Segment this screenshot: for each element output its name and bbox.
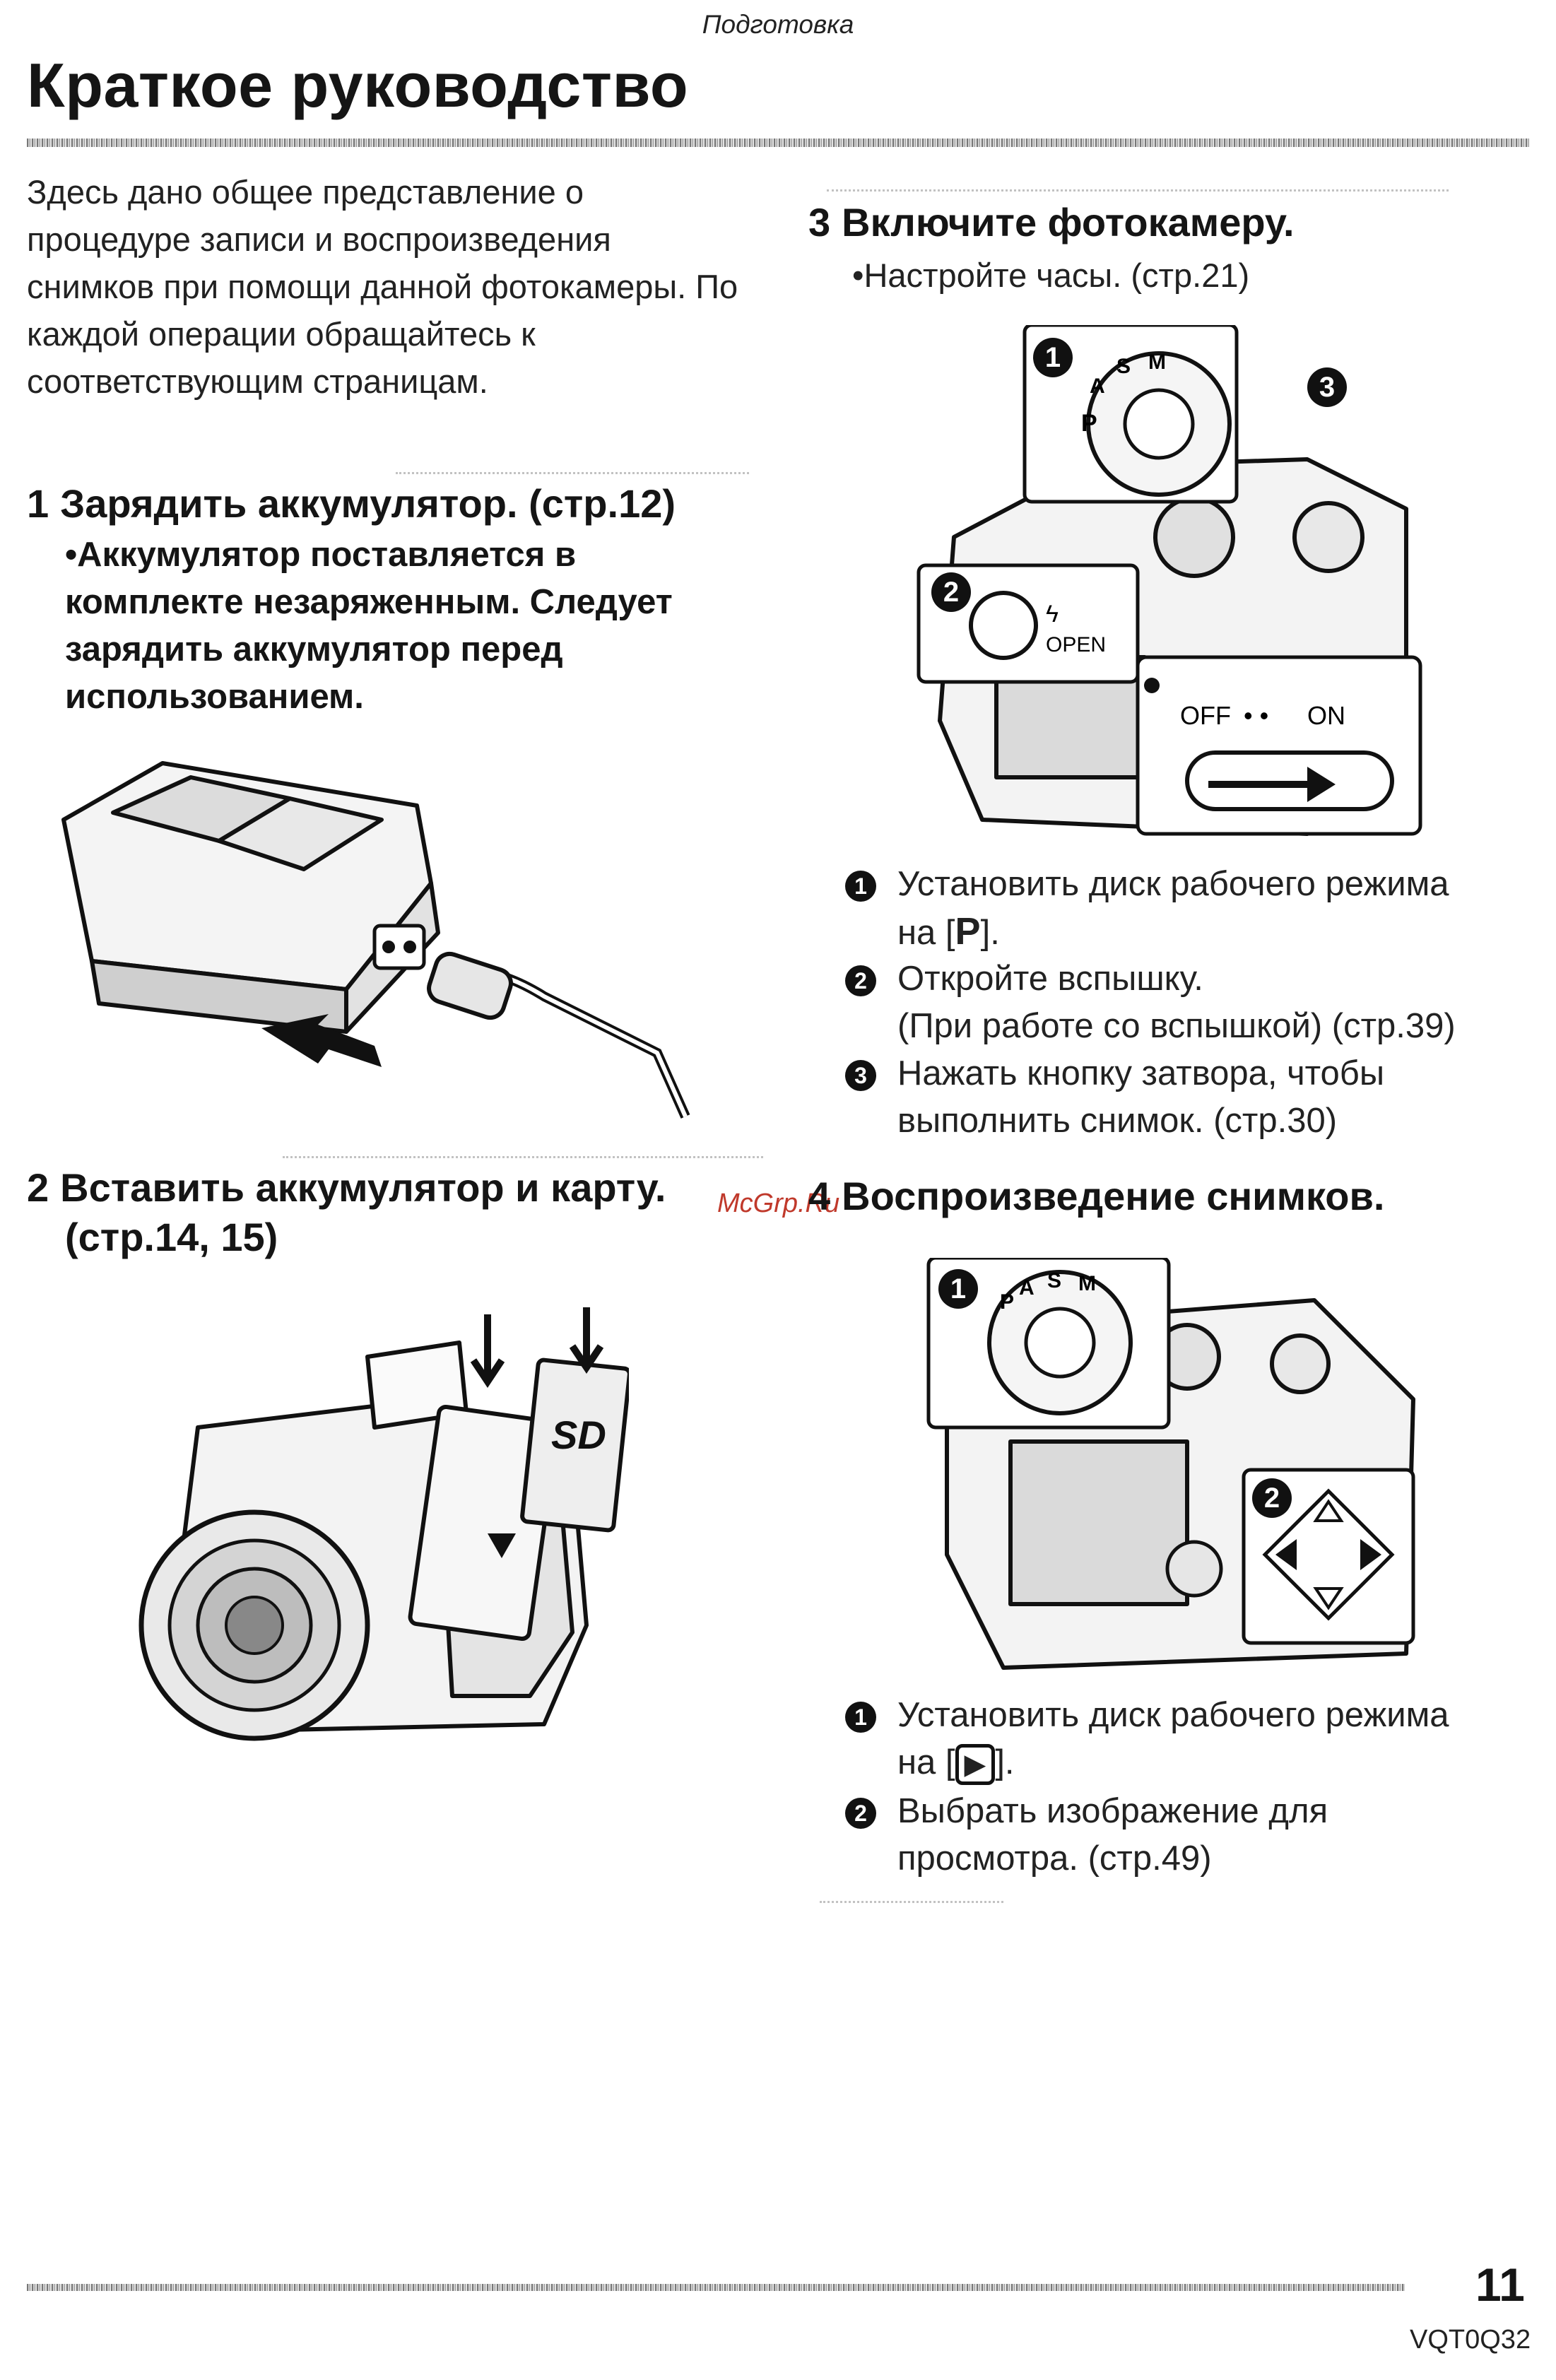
step4-item-2-marker: 2 [845, 1798, 876, 1829]
step4-number: 4 [808, 1174, 831, 1218]
step3-item-2-line1: Откройте вспышку. [897, 960, 1203, 998]
step3-item-1-suffix: ]. [980, 914, 1000, 952]
camera-playback-illustration: P A S M 1 2 [919, 1258, 1427, 1675]
dial-label-p: P [1000, 1290, 1014, 1314]
step3-item-3: 3 Нажать кнопку затвора, чтобы выполнить… [845, 1050, 1556, 1145]
step4-item-1: 1 Установить диск рабочего режима на [▶]… [845, 1692, 1556, 1786]
callout-2: 2 [1252, 1478, 1292, 1518]
step3-item-2-line2: (При работе со вспышкой) (стр.39) [897, 1007, 1456, 1045]
flash-open-label: OPEN [1046, 633, 1106, 656]
step2-title-line2: (стр.14, 15) [65, 1215, 278, 1259]
step3-item-1: 1 Установить диск рабочего режима на [P]… [845, 861, 1556, 957]
step4-item-2-line1: Выбрать изображение для [897, 1792, 1328, 1830]
callout-3: 3 [1307, 367, 1347, 407]
watermark: McGrp.Ru [717, 1189, 840, 1218]
step4-item-1-suffix: ]. [995, 1743, 1015, 1781]
dial-label-m: M [1148, 350, 1166, 374]
step3-number: 3 [808, 200, 831, 245]
separator [820, 1901, 1003, 1903]
step2-title-line1: Вставить аккумулятор и карту. [60, 1165, 666, 1210]
battery-charger-illustration [61, 761, 690, 1119]
header-rule [27, 139, 1529, 147]
switch-off-label: OFF [1180, 701, 1231, 730]
page-number: 11 [1475, 2258, 1525, 2311]
callout-1: 1 [1033, 338, 1073, 377]
switch-on-label: ON [1307, 701, 1345, 730]
svg-text:ϟ: ϟ [1046, 601, 1059, 628]
step1-bullet: •Аккумулятор поставляется в комплекте не… [65, 536, 673, 716]
separator [283, 1156, 763, 1158]
separator [396, 472, 749, 474]
step3-item-1-prefix: на [ [897, 914, 955, 952]
play-mode-glyph: ▶ [955, 1744, 996, 1786]
step4-item-1-prefix: на [ [897, 1743, 955, 1781]
svg-text:• •: • • [1244, 701, 1268, 730]
p-mode-glyph: P [955, 910, 981, 953]
sd-card-label: SD [551, 1413, 606, 1457]
camera-battery-card-insertion-illustration: SD [138, 1307, 629, 1741]
step4-item-2: 2 Выбрать изображение для просмотра. (ст… [845, 1788, 1556, 1883]
separator [827, 189, 1449, 192]
dial-label-a: A [1019, 1276, 1035, 1300]
dial-label-p: P [1081, 410, 1097, 437]
footer-rule [27, 2284, 1405, 2291]
intro-paragraph: Здесь дано общее представление о процеду… [27, 173, 738, 400]
callout-1: 1 [938, 1269, 978, 1309]
document-code: VQT0Q32 [1410, 2325, 1531, 2355]
page-title: Краткое руководство [27, 50, 689, 120]
step3-title: Включите фотокамеру. [842, 200, 1295, 245]
step4-item-1-marker: 1 [845, 1702, 876, 1733]
step1-title: Зарядить аккумулятор. (стр.12) [60, 481, 676, 526]
step3-note: •Настройте часы. (стр.21) [852, 257, 1250, 294]
camera-power-on-illustration: P A S M ϟ OPEN OFF • • ON 1 2 3 [912, 325, 1434, 848]
step3-item-1-line1: Установить диск рабочего режима [897, 865, 1449, 903]
dial-label-s: S [1116, 355, 1131, 378]
step1-number: 1 [27, 481, 49, 526]
step3-item-1-marker: 1 [845, 871, 876, 902]
step3-item-2: 2 Откройте вспышку. (При работе со вспыш… [845, 955, 1556, 1050]
dial-label-s: S [1047, 1269, 1061, 1292]
section-label: Подготовка [702, 10, 854, 39]
dial-label-m: M [1078, 1272, 1096, 1295]
step4-item-2-line2: просмотра. (стр.49) [897, 1839, 1212, 1878]
callout-2: 2 [931, 572, 971, 612]
step2-number: 2 [27, 1165, 49, 1210]
step3-item-2-marker: 2 [845, 965, 876, 996]
step3-item-3-marker: 3 [845, 1060, 876, 1091]
dial-label-a: A [1090, 375, 1105, 398]
step3-item-3-line1: Нажать кнопку затвора, чтобы [897, 1054, 1385, 1092]
step4-item-1-line1: Установить диск рабочего режима [897, 1696, 1449, 1734]
step4-title: Воспроизведение снимков. [842, 1174, 1385, 1218]
step3-item-3-line2: выполнить снимок. (стр.30) [897, 1102, 1338, 1140]
